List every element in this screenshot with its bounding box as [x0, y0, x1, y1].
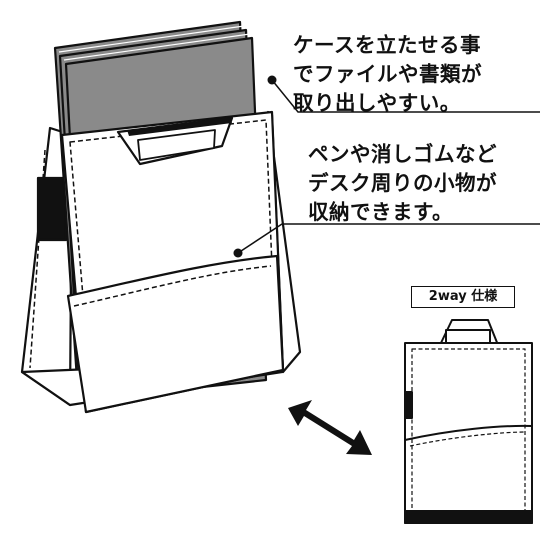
- callout-file-access: ケースを立たせる事 でファイルや書類が 取り出しやすい。: [293, 33, 482, 115]
- callout-dot-icon: [267, 75, 277, 85]
- callout-leader-2: [237, 223, 540, 254]
- double-arrow-icon: [288, 400, 372, 455]
- callout-small-items: ペンや消しゴムなど デスク周りの小物が 収納できます。: [308, 142, 497, 224]
- bag-body: [404, 342, 533, 524]
- bag-mode-illustration: [404, 319, 533, 524]
- side-band: [36, 176, 68, 242]
- callout-dot-icon: [233, 248, 243, 258]
- standing-case-illustration: [20, 20, 302, 414]
- two-way-badge: 2way 仕様: [411, 286, 515, 308]
- callout-leader-1: [271, 79, 540, 113]
